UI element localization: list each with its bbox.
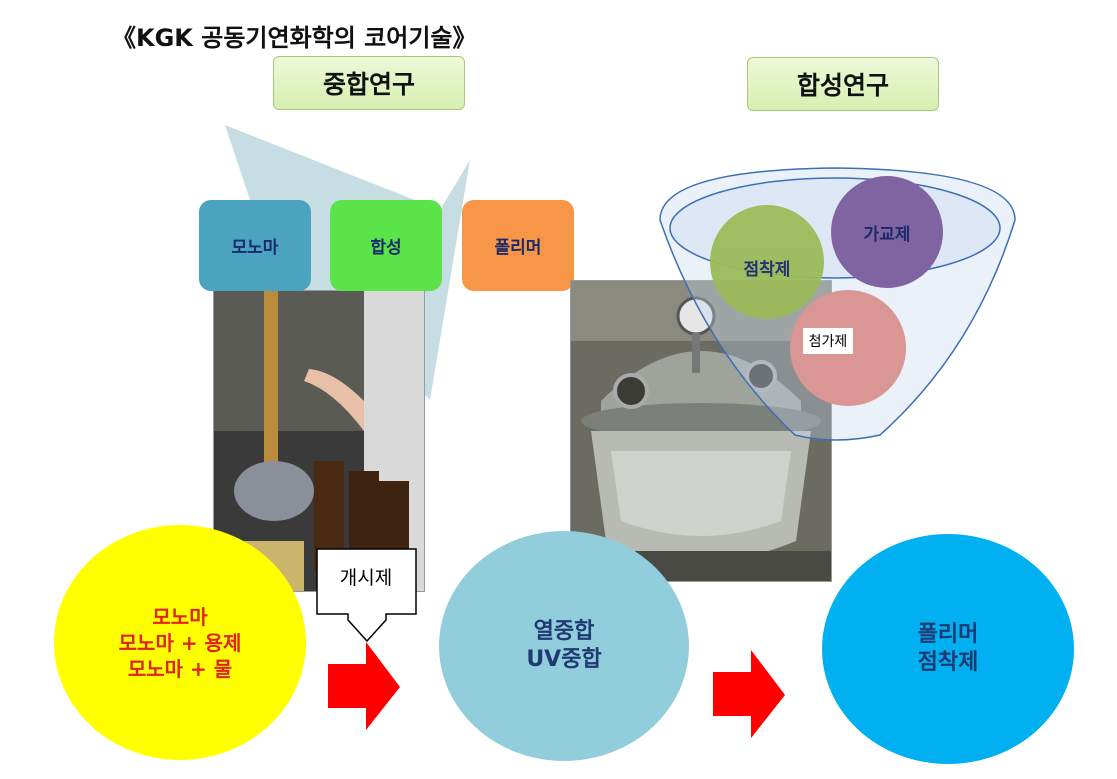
initiator-callout: [316, 548, 417, 643]
crosslinker-circle: 가교제: [831, 176, 943, 288]
process-box-synthesis: 합성: [330, 200, 442, 291]
lab-glassware-image: [214, 291, 424, 591]
process-box-polymer: 폴리머: [462, 200, 574, 291]
method-line-1: 열중합: [533, 619, 595, 644]
initiator-label: 개시제: [339, 567, 393, 589]
process-box-monomer: 모노마: [199, 200, 311, 291]
section-synthesis-research: 합성연구: [747, 57, 939, 111]
output-line-2: 점착제: [917, 650, 979, 675]
method-line-2: UV중합: [526, 647, 602, 672]
adhesive-label: 점착제: [743, 259, 791, 280]
output-text: 폴리머 점착제: [918, 621, 979, 677]
input-line-1: 모노마: [152, 604, 208, 629]
process-box-synthesis-label: 합성: [370, 238, 402, 258]
adhesive-circle: 점착제: [710, 205, 824, 319]
section-polymerization-research: 중합연구: [273, 56, 465, 110]
crosslinker-label: 가교제: [863, 224, 911, 245]
page-title: 《KGK 공동기연화학의 코어기술》: [112, 24, 477, 52]
lab-photo: [213, 290, 425, 592]
output-line-1: 폴리머: [917, 622, 979, 647]
input-circle: 모노마 모노마 + 용제 모노마 + 물: [54, 525, 306, 760]
method-circle: 열중합 UV중합: [439, 531, 689, 761]
arrow-right-icon-2: [713, 650, 785, 738]
section-synthesis-label: 합성연구: [796, 71, 889, 100]
additive-circle: 첨가제: [790, 290, 906, 406]
input-line-3: 모노마 + 물: [127, 656, 233, 681]
input-line-2: 모노마 + 용제: [118, 630, 242, 655]
section-polymerization-label: 중합연구: [322, 70, 415, 99]
input-text: 모노마 모노마 + 용제 모노마 + 물: [119, 604, 242, 682]
arrow-right-icon: [328, 642, 400, 730]
additive-label: 첨가제: [802, 328, 854, 354]
output-circle: 폴리머 점착제: [822, 534, 1074, 764]
method-text: 열중합 UV중합: [526, 618, 601, 674]
process-box-monomer-label: 모노마: [231, 238, 279, 258]
process-box-polymer-label: 폴리머: [494, 238, 542, 258]
